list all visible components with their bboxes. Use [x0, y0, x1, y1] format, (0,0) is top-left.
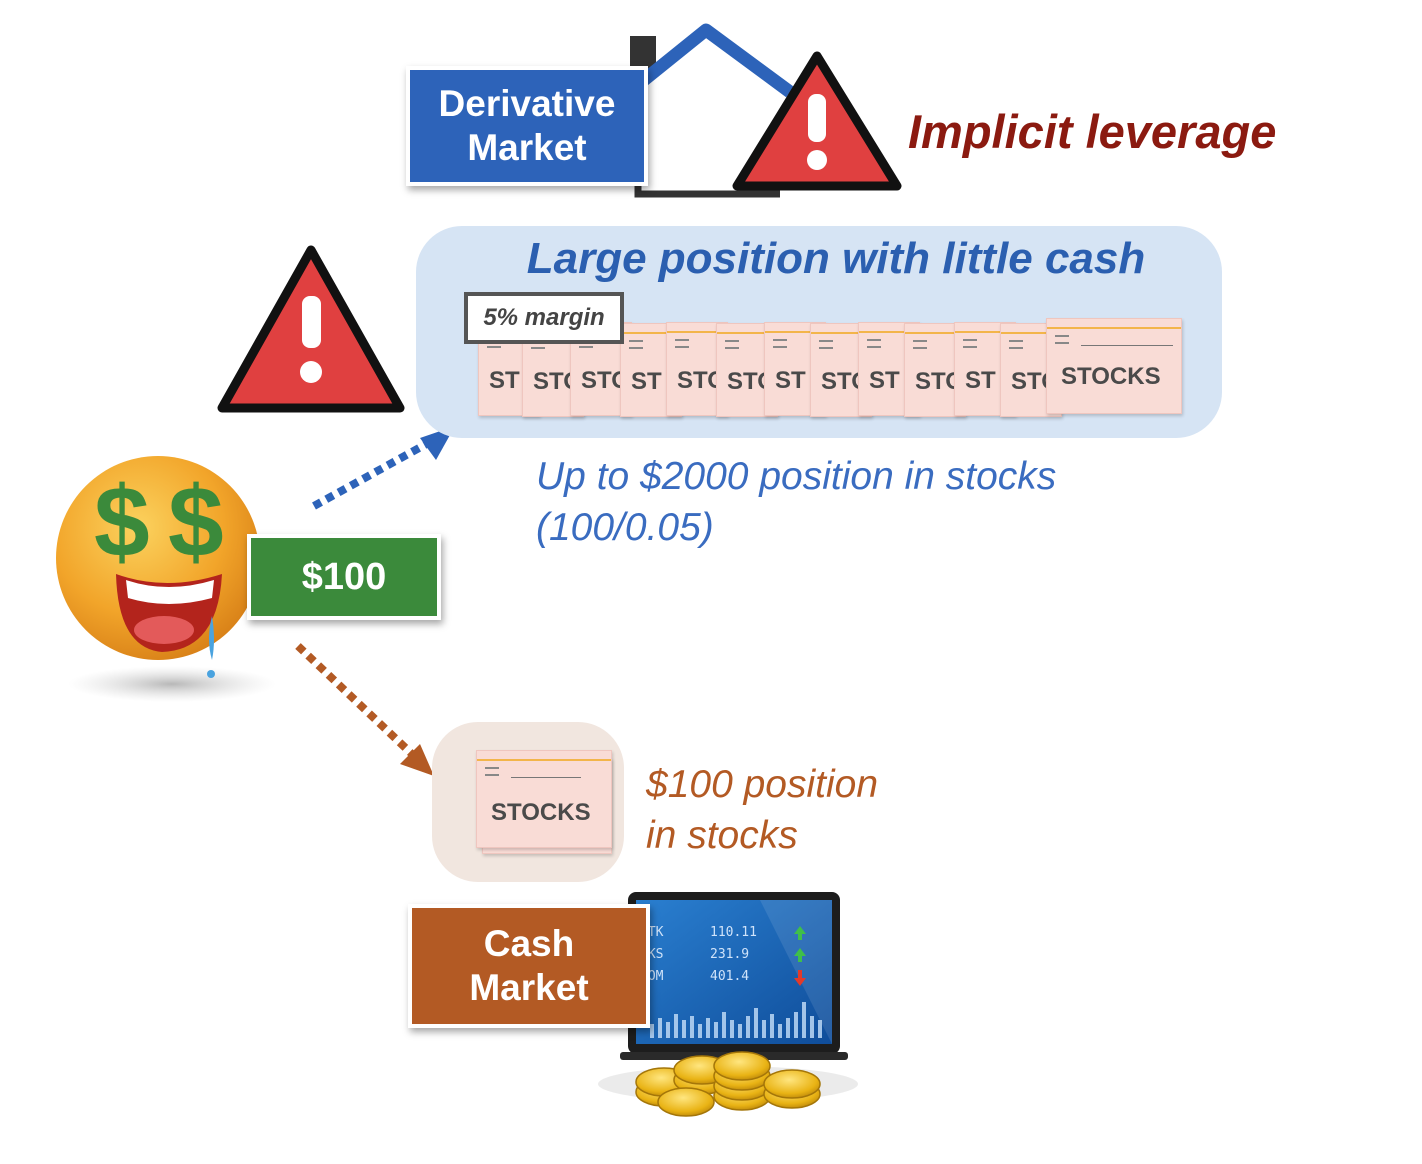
- stock-certificate-label: ST: [775, 367, 806, 394]
- cash-position-text: $100 position in stocks: [646, 760, 878, 861]
- cash-market-line2: Market: [469, 967, 589, 1008]
- cash-position-line2: in stocks: [646, 813, 798, 857]
- leveraged-position-line1: Up to $2000 position in stocks: [536, 455, 1057, 498]
- ticker-symbol: HKS: [640, 947, 664, 962]
- monitor-row: STK 110.11: [640, 922, 790, 944]
- ticker-symbol: STK: [640, 925, 664, 940]
- investor-emoji-icon: $ $: [56, 456, 276, 702]
- derivative-market-line1: Derivative: [438, 83, 616, 125]
- monitor-row: HKS 231.9: [640, 944, 790, 966]
- stock-certificate: STOCKS: [1046, 318, 1182, 414]
- warning-triangle-icon: [732, 51, 902, 191]
- cash-market-line1: Cash: [483, 923, 575, 965]
- svg-text:$: $: [168, 466, 224, 578]
- margin-label: 5% margin: [464, 292, 624, 344]
- monitor-ticker-list: STK 110.11 HKS 231.9 COM 401.4: [640, 922, 790, 988]
- implicit-leverage-text: Implicit leverage: [908, 105, 1277, 158]
- stock-certificate-label: STO: [533, 368, 577, 395]
- derivative-market-label: Derivative Market: [406, 66, 648, 186]
- stock-certificate-label: STOCKS: [491, 799, 591, 826]
- cash-position-line1: $100 position: [646, 763, 879, 806]
- large-position-title: Large position with little cash: [526, 234, 1146, 283]
- ticker-price: 401.4: [710, 969, 750, 984]
- cash-amount-label: $100: [247, 534, 441, 620]
- stock-monitor-icon: [620, 892, 848, 1060]
- svg-text:$: $: [94, 466, 150, 578]
- warning-triangle-icon: [217, 245, 405, 413]
- stock-certificate-label: STO: [915, 368, 959, 395]
- ticker-price: 110.11: [710, 925, 757, 940]
- arrow-to-cash: [295, 643, 434, 776]
- leveraged-position-line2: (100/0.05): [536, 505, 714, 549]
- coins-icon: [598, 1051, 858, 1117]
- ticker-symbol: COM: [640, 969, 664, 984]
- arrow-to-derivative: [312, 426, 455, 510]
- ticker-price: 231.9: [710, 947, 750, 962]
- stock-certificate-label: STO: [581, 367, 625, 394]
- monitor-row: COM 401.4: [640, 966, 790, 988]
- stock-certificate: STOCKS: [476, 750, 612, 848]
- stock-certificate-label: ST: [631, 368, 662, 395]
- stock-certificate-label: ST: [869, 367, 900, 394]
- stock-certificate-label: STO: [727, 368, 771, 395]
- stock-certificate-label: STO: [677, 367, 721, 394]
- derivative-market-line2: Market: [467, 127, 587, 168]
- stock-certificate-label: STO: [821, 368, 865, 395]
- stock-certificate-label: STOCKS: [1061, 363, 1161, 390]
- stock-certificate-label: ST: [489, 367, 520, 394]
- leveraged-position-text: Up to $2000 position in stocks (100/0.05…: [536, 452, 1056, 553]
- cash-market-label: Cash Market: [408, 904, 650, 1028]
- stock-certificate-label: ST: [965, 367, 996, 394]
